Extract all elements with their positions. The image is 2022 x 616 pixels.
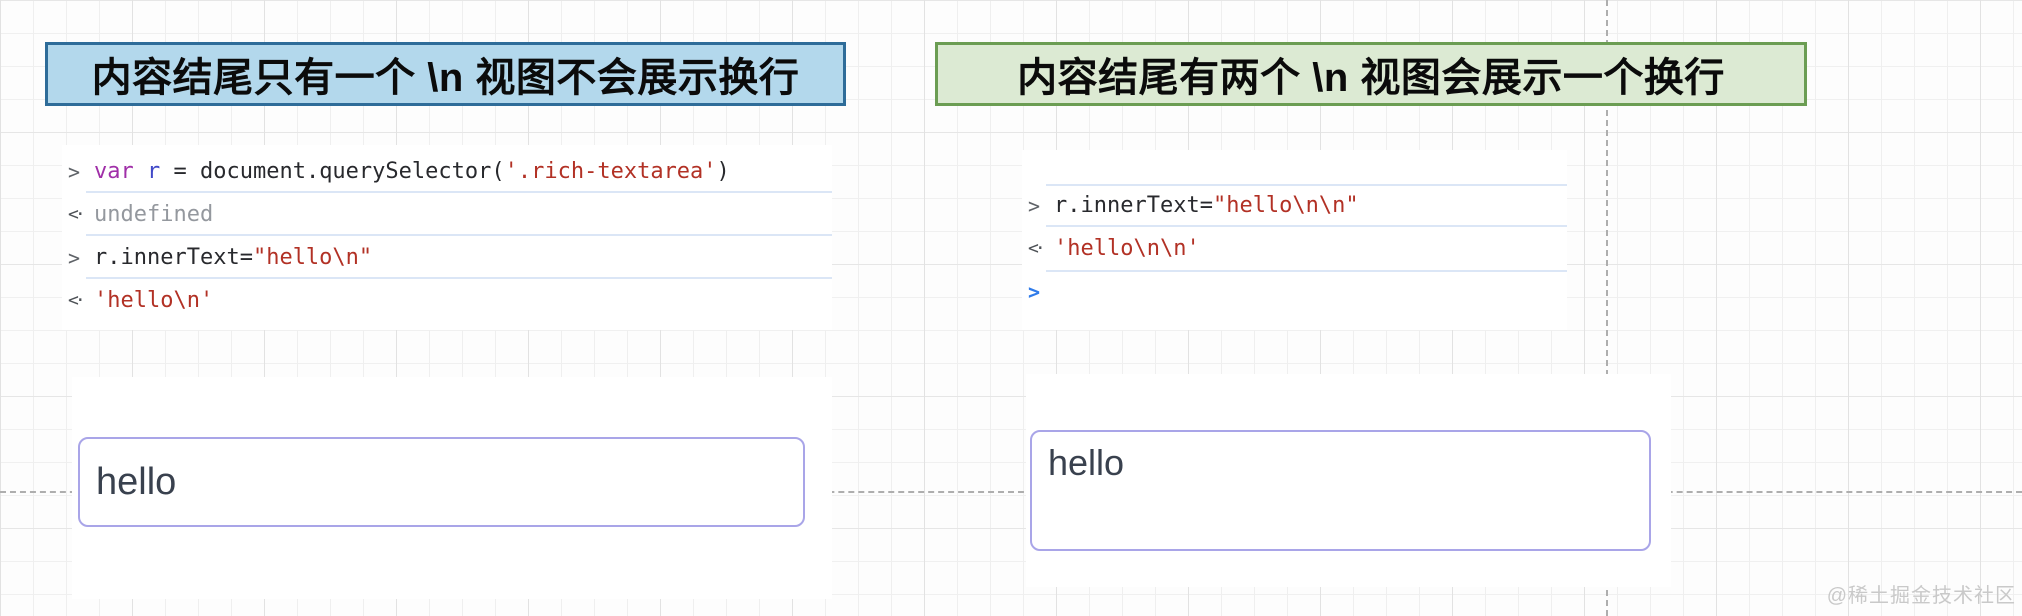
devtools-console-left[interactable]: > var r = document.querySelector('.rich-t… (62, 145, 832, 330)
right-header-annotation: 内容结尾有两个 \n 视图会展示一个换行 (935, 42, 1807, 106)
console-row-text: 'hello\n' (94, 288, 214, 313)
app-screenshot-left: hello (72, 377, 832, 599)
console-row-text: 'hello\n\n' (1054, 236, 1200, 261)
console-result-arrow-icon: <· (68, 290, 86, 311)
console-row: > r.innerText="hello\n" (62, 236, 832, 279)
console-row: <· 'hello\n' (62, 279, 832, 322)
console-result-arrow-icon: <· (68, 204, 86, 225)
app-screenshot-right: hello (1026, 374, 1671, 587)
horizontal-dashed-guide (0, 491, 2022, 493)
console-row-text: var r = document.querySelector('.rich-te… (94, 159, 730, 184)
console-input-chevron-icon: > (1028, 193, 1041, 218)
vertical-dashed-guide (1606, 0, 1608, 616)
devtools-console-right[interactable]: > r.innerText="hello\n\n" <· 'hello\n\n' > (1022, 150, 1567, 330)
console-row: > var r = document.querySelector('.rich-t… (62, 150, 832, 193)
console-input-chevron-icon: > (68, 245, 81, 270)
console-row-text: undefined (94, 202, 214, 227)
console-row: <· undefined (62, 193, 832, 236)
console-row-text: r.innerText="hello\n\n" (1054, 193, 1359, 218)
console-row: > (1022, 270, 1567, 313)
console-active-prompt-icon[interactable]: > (1028, 279, 1041, 304)
console-row-text: r.innerText="hello\n" (94, 245, 373, 270)
left-header-annotation: 内容结尾只有一个 \n 视图不会展示换行 (45, 42, 846, 106)
rich-textarea-right[interactable]: hello (1030, 430, 1651, 551)
rich-textarea-left-value: hello (96, 460, 177, 503)
console-result-arrow-icon: <· (1028, 238, 1046, 259)
community-watermark: @稀土掘金技术社区 (1826, 585, 2016, 607)
console-row: > r.innerText="hello\n\n" (1022, 184, 1567, 227)
console-row: <· 'hello\n\n' (1022, 227, 1567, 270)
rich-textarea-left[interactable]: hello (78, 437, 805, 527)
rich-textarea-right-value: hello (1048, 442, 1125, 483)
console-input-chevron-icon: > (68, 159, 81, 184)
